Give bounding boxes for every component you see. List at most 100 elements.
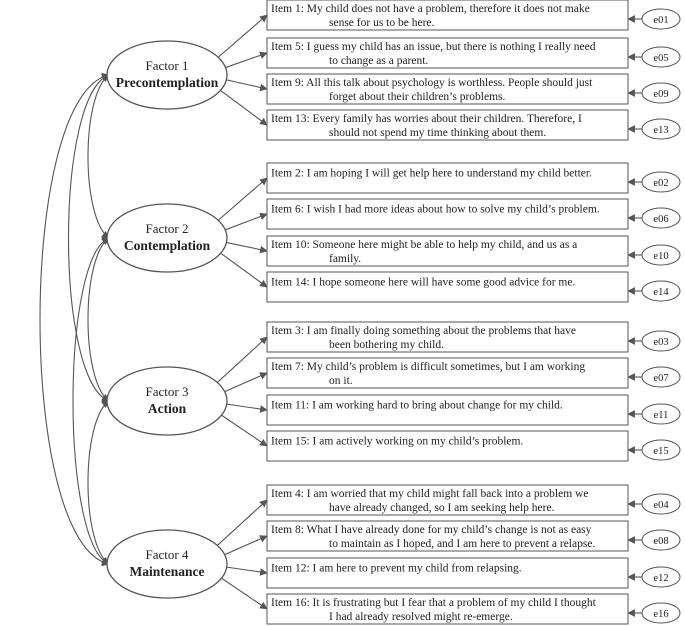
factor-name: Maintenance — [130, 564, 205, 579]
covariance-curve — [87, 237, 110, 402]
factor-label: Factor 2 — [146, 221, 189, 236]
factor-ellipse — [106, 366, 228, 436]
error-term: e12 — [627, 566, 681, 588]
item-box: Item 11: I am working hard to bring abou… — [266, 394, 629, 426]
error-label: e02 — [653, 178, 668, 189]
factor-name: Action — [148, 401, 187, 416]
item-rect — [266, 484, 629, 516]
error-term: e14 — [627, 280, 681, 302]
item-text-line-2: have already changed, so I am seeking he… — [329, 502, 555, 514]
error-label: e11 — [654, 410, 669, 421]
item-box: Item 15: I am actively working on my chi… — [266, 430, 629, 462]
error-label: e05 — [653, 53, 668, 64]
item-boxes: Item 1: My child does not have a problem… — [266, 0, 629, 625]
item-text-line-1: Item 13: Every family has worries about … — [271, 113, 582, 125]
error-terms: e01e05e09e13e02e06e10e14e03e07e11e15e04e… — [627, 8, 681, 624]
item-text-line-1: Item 9: All this talk about psychology i… — [271, 77, 593, 89]
factor-label: Factor 1 — [146, 58, 189, 73]
error-label: e08 — [653, 536, 668, 547]
item-text-line-2: sense for us to be here. — [329, 17, 435, 29]
error-ellipse — [641, 207, 681, 229]
factor-covariances — [39, 72, 110, 567]
item-text-line-1: Item 5: I guess my child has an issue, b… — [271, 41, 596, 53]
factor-ellipse — [106, 203, 228, 273]
loading-arrow — [220, 577, 268, 610]
item-rect — [266, 321, 629, 353]
item-text-line-1: Item 8: What I have already done for my … — [271, 524, 592, 536]
loading-arrow — [220, 414, 268, 447]
item-box: Item 10: Someone here might be able to h… — [266, 235, 629, 267]
item-box: Item 5: I guess my child has an issue, b… — [266, 37, 629, 69]
factor-ellipse — [106, 40, 228, 110]
item-box: Item 7: My child’s problem is difficult … — [266, 357, 629, 389]
error-term: e06 — [627, 207, 681, 229]
factor-name: Contemplation — [124, 238, 211, 253]
factor-ellipse — [106, 529, 228, 599]
loading-arrow — [225, 79, 268, 92]
loading-arrow — [219, 89, 268, 126]
item-box: Item 8: What I have already done for my … — [266, 520, 629, 552]
factor-node: Factor 2 Contemplation — [106, 203, 228, 273]
loading-arrow — [223, 372, 268, 393]
item-box: Item 4: I am worried that my child might… — [266, 484, 629, 516]
item-rect — [266, 593, 629, 625]
factor-name: Precontemplation — [116, 75, 219, 90]
error-label: e12 — [653, 573, 668, 584]
error-label: e14 — [653, 287, 669, 298]
item-box: Item 14: I hope someone here will have s… — [266, 271, 629, 303]
item-text-line-1: Item 2: I am hoping I will get help here… — [271, 168, 592, 180]
error-ellipse — [641, 280, 681, 302]
item-rect — [266, 357, 629, 389]
error-label: e16 — [653, 609, 668, 620]
item-box: Item 3: I am finally doing something abo… — [266, 321, 629, 353]
factor-label: Factor 4 — [146, 547, 189, 562]
item-rect — [266, 0, 629, 31]
error-ellipse — [641, 118, 681, 140]
item-text-line-2: I had already resolved might re-emerge. — [329, 611, 513, 623]
loading-arrow — [224, 51, 268, 69]
error-term: e07 — [627, 366, 681, 388]
loading-arrow — [216, 336, 268, 384]
error-ellipse — [641, 8, 681, 30]
item-rect — [266, 430, 629, 462]
error-label: e09 — [653, 89, 668, 100]
covariance-curve — [39, 72, 110, 567]
error-term: e10 — [627, 244, 681, 266]
item-rect — [266, 557, 629, 589]
item-box: Item 1: My child does not have a problem… — [266, 0, 629, 31]
item-text-line-1: Item 14: I hope someone here will have s… — [271, 277, 575, 289]
error-ellipse — [641, 403, 681, 425]
error-label: e03 — [653, 337, 668, 348]
item-text-line-2: to change as a parent. — [329, 55, 428, 67]
item-rect — [266, 271, 629, 303]
loading-arrow — [219, 252, 268, 288]
loading-arrow — [223, 535, 268, 556]
item-text-line-2: on it. — [329, 375, 353, 387]
item-text-line-1: Item 3: I am finally doing something abo… — [271, 325, 576, 337]
item-text-line-1: Item 11: I am working hard to bring abou… — [271, 400, 563, 412]
error-term: e03 — [627, 330, 681, 352]
item-rect — [266, 109, 629, 141]
error-label: e04 — [653, 500, 669, 511]
item-box: Item 6: I wish I had more ideas about ho… — [266, 198, 629, 230]
item-rect — [266, 73, 629, 105]
error-term: e02 — [627, 171, 681, 193]
error-label: e06 — [653, 214, 668, 225]
error-ellipse — [641, 366, 681, 388]
item-rect — [266, 394, 629, 426]
item-rect — [266, 198, 629, 230]
error-ellipse — [641, 46, 681, 68]
item-rect — [266, 235, 629, 267]
factor-node: Factor 1 Precontemplation — [106, 40, 228, 110]
error-label: e13 — [653, 125, 668, 136]
item-text-line-2: been bothering my child. — [329, 339, 444, 351]
item-text-line-2: to maintain as I hoped, and I am here to… — [329, 538, 595, 550]
factor-node: Factor 4 Maintenance — [106, 529, 228, 599]
loading-arrow — [216, 499, 268, 547]
error-term: e13 — [627, 118, 681, 140]
error-ellipse — [641, 439, 681, 461]
error-term: e04 — [627, 493, 681, 515]
item-text-line-1: Item 12: I am here to prevent my child f… — [271, 563, 522, 575]
item-text-line-2: should not spend my time thinking about … — [329, 127, 546, 139]
